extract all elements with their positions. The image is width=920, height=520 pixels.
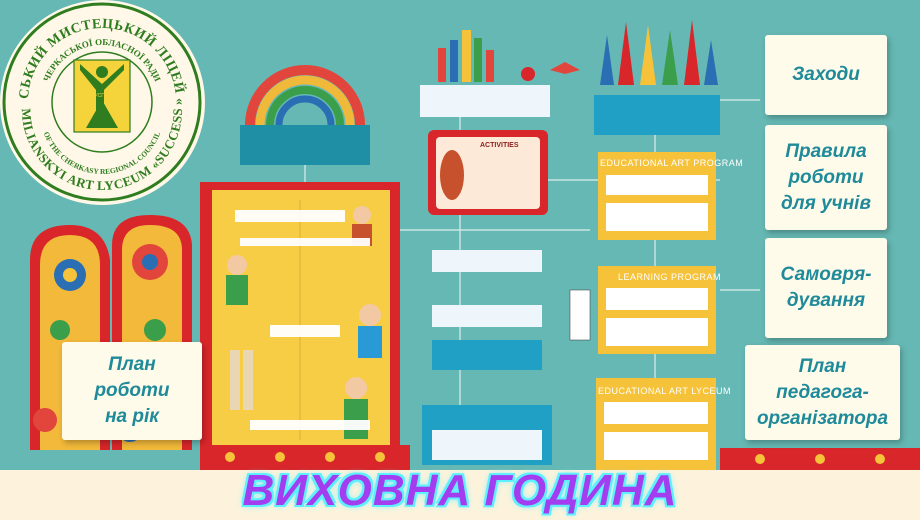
note-plan-rik-line1: План xyxy=(108,354,156,375)
note-samovr-line2: дування xyxy=(786,290,866,311)
note-plan-rik-line3: на рік xyxy=(105,406,159,427)
note-plan-pedagoga[interactable]: План педагога- організатора xyxy=(745,345,900,440)
banner-title: ВИХОВНА ГОДИНА xyxy=(242,466,678,515)
lyceum-logo: СМІЛЯНСЬКИЙ МИСТЕЦЬКИЙ ЛІЦЕЙ «УСПІХ» ЧЕР… xyxy=(0,0,205,205)
note-pravyla[interactable]: Правила роботи для учнів xyxy=(765,125,887,230)
note-pravyla-line1: Правила xyxy=(785,140,867,162)
note-plan-na-rik[interactable]: План роботи на рік xyxy=(62,342,202,440)
note-plan-ped-line3: організатора xyxy=(756,407,889,429)
card-title-program: EDUCATIONAL ART PROGRAM xyxy=(600,158,744,168)
note-samovryaduvannya[interactable]: Самовря- дування xyxy=(765,238,887,338)
card-title-lyceum: EDUCATIONAL ART LYCEUM xyxy=(598,386,732,396)
note-plan-ped-line1: План xyxy=(798,355,847,377)
note-samovr-line1: Самовря- xyxy=(780,264,872,285)
activities-label: ACTIVITIES xyxy=(480,142,519,149)
note-plan-rik-line2: роботи xyxy=(94,380,170,401)
note-zakhody-label: Заходи xyxy=(792,64,860,85)
note-zakhody[interactable]: Заходи xyxy=(765,35,887,115)
note-pravyla-line3: для учнів xyxy=(781,192,871,214)
note-pravyla-line2: роботи xyxy=(788,166,864,188)
logo-emblem: СМІЛЯНСЬКИЙ МИСТЕЦЬКИЙ ЛІЦЕЙ «УСПІХ» ЧЕР… xyxy=(0,0,202,202)
note-plan-ped-line2: педагога- xyxy=(776,381,869,403)
bottom-strip xyxy=(0,470,920,520)
logo-emblem-text: УСПІХ xyxy=(94,93,110,99)
card-title-learning: LEARNING PROGRAM xyxy=(618,272,722,282)
